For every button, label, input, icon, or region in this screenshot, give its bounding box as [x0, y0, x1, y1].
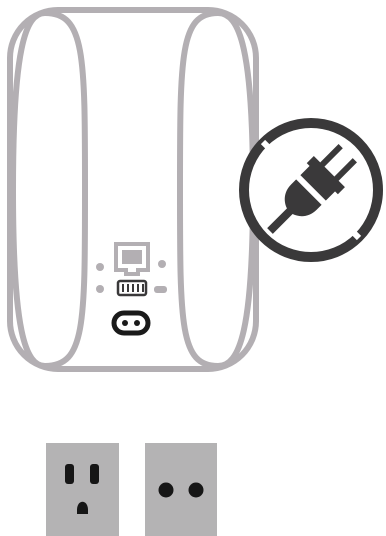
led-indicator-icon — [96, 285, 104, 293]
powerline-adapter — [10, 10, 256, 369]
reset-button-icon — [154, 286, 167, 293]
us-outlet-icon — [46, 443, 119, 536]
unplug-icon — [244, 123, 378, 257]
eu-outlet-icon — [145, 443, 217, 536]
adapter-left-panel — [13, 13, 85, 366]
led-indicator-icon — [96, 263, 104, 271]
led-indicator-icon — [158, 260, 166, 268]
